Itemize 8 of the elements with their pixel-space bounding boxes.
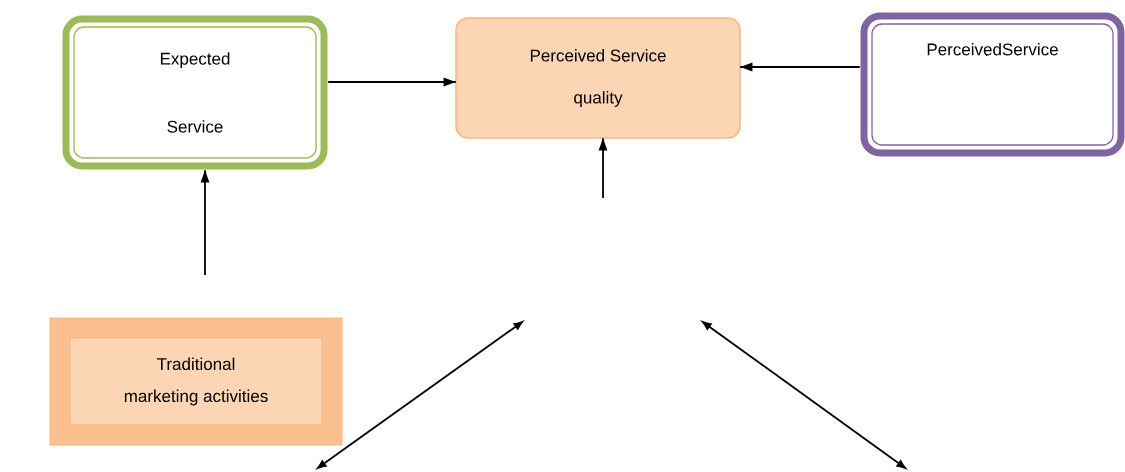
quality-box: Perceived Service quality	[455, 17, 741, 139]
service-box: PerceivedService	[860, 12, 1125, 157]
arrow	[200, 169, 210, 276]
service-box: Expected Service	[62, 15, 328, 170]
arrow	[598, 137, 608, 199]
activities-box: Traditional marketing activities	[49, 317, 343, 446]
arrow	[739, 62, 861, 72]
arrow	[327, 77, 457, 87]
